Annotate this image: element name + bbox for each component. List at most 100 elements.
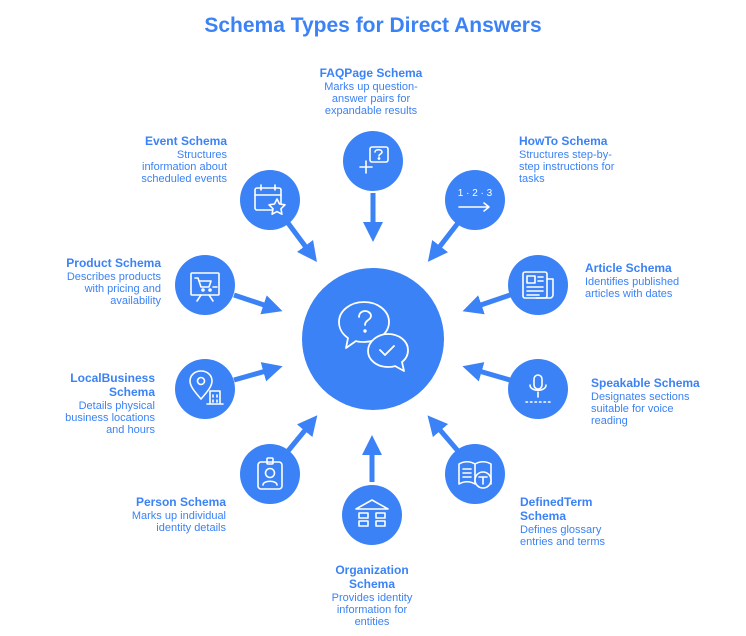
node-event-circle xyxy=(240,170,300,230)
product-description-line: with pricing and xyxy=(84,283,161,295)
person-title-line: Person Schema xyxy=(135,495,226,509)
product-description-line: availability xyxy=(110,295,161,307)
event-description-line: information about xyxy=(142,161,227,173)
faqpage-description-line: answer pairs for xyxy=(331,93,411,105)
person-title: Person Schema xyxy=(76,495,226,509)
node-product xyxy=(175,255,235,315)
arrow-localbusiness xyxy=(233,362,283,383)
node-organization-circle xyxy=(342,485,402,545)
node-speakable xyxy=(508,359,568,419)
node-howto-circle xyxy=(445,170,505,230)
localbusiness-title-line: Schema xyxy=(108,385,155,399)
definedterm-title-line: DefinedTerm xyxy=(520,495,593,509)
speakable-title: Speakable Schema xyxy=(591,376,741,390)
article-description-line: Identifies published xyxy=(585,276,680,288)
howto-description-line: Structures step-by- xyxy=(519,149,612,161)
organization-description-line: entities xyxy=(354,616,390,628)
howto-description-line: tasks xyxy=(519,173,545,185)
node-event xyxy=(240,170,300,230)
node-faqpage xyxy=(343,131,403,191)
microphone-icon xyxy=(525,374,551,403)
arrow-person xyxy=(286,415,318,453)
event-title: Event Schema xyxy=(77,134,227,148)
howto-description: Structures step-by-step instructions for… xyxy=(519,149,659,185)
organization-title-line: Schema xyxy=(348,577,396,591)
node-product-circle xyxy=(175,255,235,315)
location-pin-icon xyxy=(189,370,224,405)
faqpage-title-line: FAQPage Schema xyxy=(319,66,423,80)
localbusiness-description-line: business locations xyxy=(65,412,155,424)
chat-question-check-icon xyxy=(338,301,409,372)
product-description-line: Describes products xyxy=(66,271,161,283)
faqpage-description-line: expandable results xyxy=(324,105,418,117)
node-definedterm xyxy=(445,444,505,504)
arrow-event xyxy=(285,221,317,263)
node-howto: 1 · 2 · 3 xyxy=(445,170,505,230)
calendar-star-icon xyxy=(254,184,286,215)
person-description-line: Marks up individual xyxy=(131,510,226,522)
speakable-description-line: reading xyxy=(591,415,628,427)
faqpage-description-line: Marks up question- xyxy=(324,81,418,93)
arrow-product xyxy=(233,292,283,315)
speakable-description-line: Designates sections xyxy=(591,391,690,403)
event-description-line: scheduled events xyxy=(141,173,227,185)
arrow-article xyxy=(462,292,511,315)
node-person-circle xyxy=(240,444,300,504)
diagram-title: Schema Types for Direct Answers xyxy=(204,14,542,37)
localbusiness-description-line: and hours xyxy=(106,424,155,436)
howto-description-line: step instructions for xyxy=(519,161,615,173)
person-description-line: identity details xyxy=(156,522,226,534)
event-title-line: Event Schema xyxy=(144,134,227,148)
howto-title-line: HowTo Schema xyxy=(519,134,608,148)
node-article xyxy=(508,255,568,315)
glossary-book-icon xyxy=(458,460,492,489)
center-circle xyxy=(302,268,444,410)
definedterm-title-line: Schema xyxy=(520,509,567,523)
product-title-line: Product Schema xyxy=(66,256,161,270)
newspaper-icon xyxy=(522,271,554,299)
node-organization xyxy=(342,485,402,545)
node-localbusiness xyxy=(175,359,235,419)
organization-title-line: Organization xyxy=(335,563,409,577)
node-person xyxy=(240,444,300,504)
steps-icon-text: 1 · 2 · 3 xyxy=(458,188,493,199)
localbusiness-title-line: LocalBusiness xyxy=(70,371,155,385)
arrow-speakable xyxy=(462,362,511,383)
article-title: Article Schema xyxy=(585,261,735,275)
arrow-howto xyxy=(427,221,460,262)
shopping-cart-board-icon xyxy=(190,272,220,302)
id-badge-icon xyxy=(257,457,283,490)
organization-building-icon xyxy=(355,499,389,527)
faq-icon xyxy=(359,146,389,174)
speakable-description-line: suitable for voice xyxy=(591,403,674,415)
organization-description-line: Provides identity xyxy=(331,592,413,604)
event-description-line: Structures xyxy=(176,149,227,161)
howto-title: HowTo Schema xyxy=(519,134,659,148)
organization-description-line: information for xyxy=(336,604,408,616)
definedterm-description-line: Defines glossary xyxy=(520,524,602,536)
node-article-circle xyxy=(508,255,568,315)
node-faqpage-circle xyxy=(343,131,403,191)
definedterm-description-line: entries and terms xyxy=(520,536,605,548)
